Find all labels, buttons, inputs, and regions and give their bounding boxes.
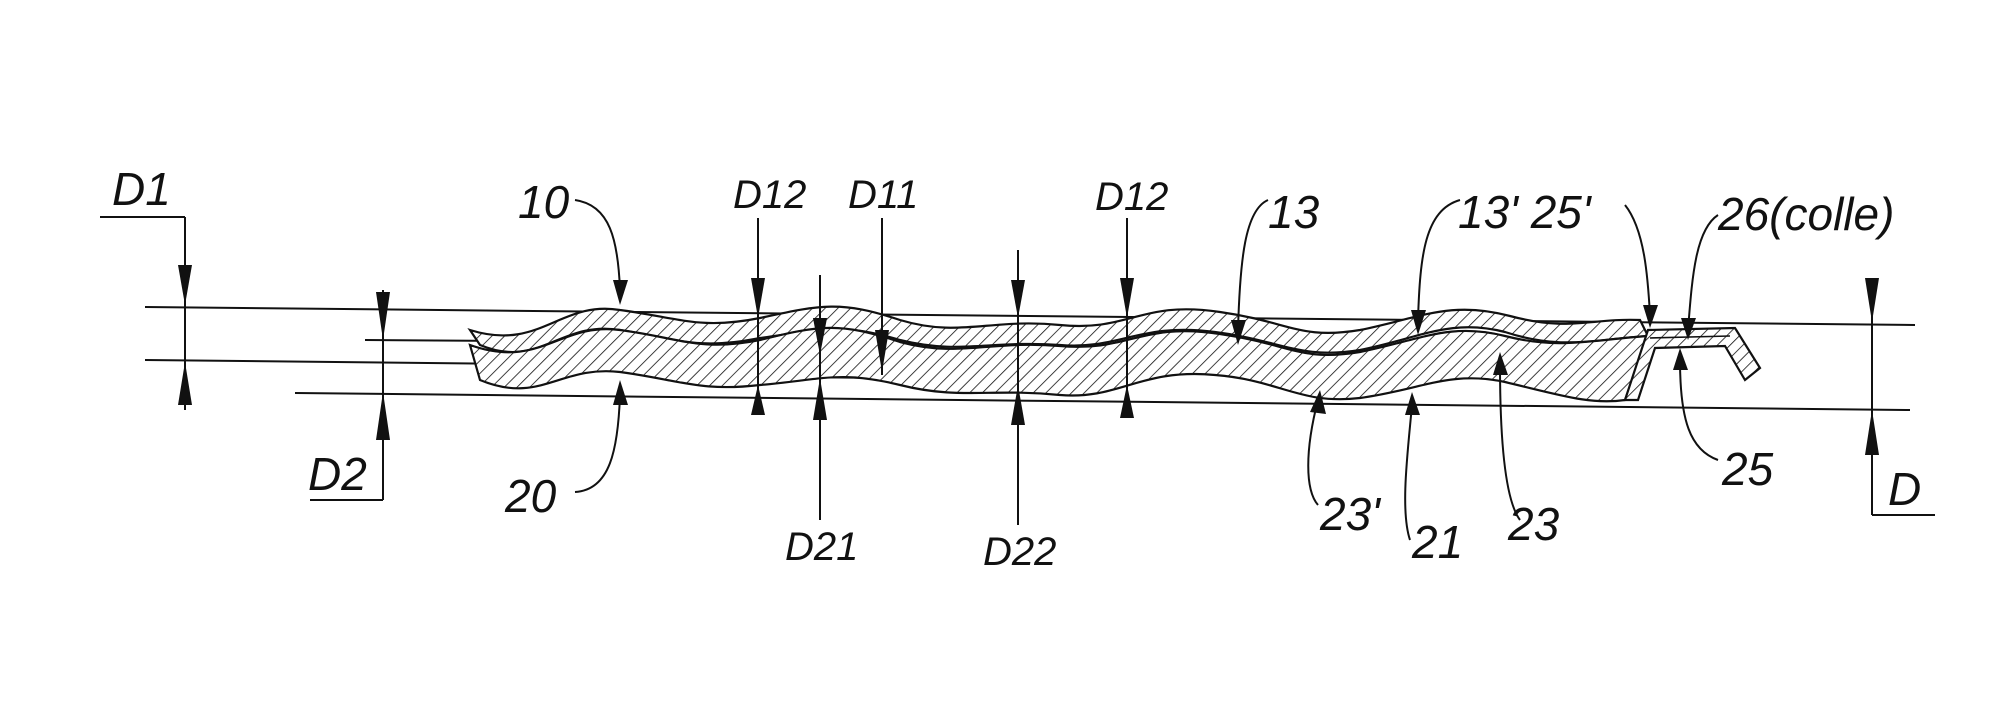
d22-arrow-down [1011, 280, 1025, 318]
d-arrow-down [1865, 278, 1879, 322]
leader-10 [575, 200, 620, 290]
label-d12-right: D12 [1095, 175, 1168, 219]
label-13: 13 [1268, 186, 1320, 238]
leader-25-arrow [1673, 348, 1688, 370]
label-20: 20 [504, 470, 557, 522]
label-21: 21 [1411, 516, 1463, 568]
leader-20-arrow [613, 380, 628, 405]
dimension-markers [100, 217, 1935, 525]
label-25: 25 [1721, 443, 1774, 495]
leader-21 [1405, 405, 1412, 540]
label-d11: D11 [848, 173, 918, 217]
d2-arrow-up [376, 392, 390, 440]
label-13p-25p: 13' 25' [1458, 186, 1593, 238]
d1-arrow-up [178, 362, 192, 405]
d12-right-arrow-down [1120, 278, 1134, 318]
d-arrow-up [1865, 410, 1879, 455]
label-10: 10 [518, 176, 570, 228]
leader-25p [1625, 205, 1650, 315]
leader-25p-arrow [1643, 305, 1658, 328]
label-d12-left: D12 [733, 173, 806, 217]
d12-left-arrow-up [751, 385, 765, 415]
leader-13p [1418, 200, 1460, 320]
label-23p: 23' [1319, 488, 1382, 540]
label-23: 23 [1507, 498, 1560, 550]
label-d22: D22 [983, 530, 1056, 574]
leader-13 [1238, 200, 1268, 330]
leader-26 [1688, 215, 1718, 330]
label-d2: D2 [308, 448, 367, 500]
end-flap-25 [1625, 328, 1760, 400]
leader-25 [1680, 360, 1718, 460]
label-d1: D1 [112, 163, 171, 215]
label-26-colle: 26(colle) [1717, 188, 1894, 240]
leader-20 [575, 395, 620, 492]
d1-arrow-down [178, 265, 192, 305]
label-d21: D21 [785, 525, 858, 569]
d12-left-arrow-down [751, 278, 765, 318]
leader-10-arrow [613, 280, 628, 305]
d2-arrow-down [376, 292, 390, 340]
leader-21-arrow [1405, 392, 1420, 415]
leader-23p [1308, 400, 1318, 505]
bottom-reference-line [295, 393, 1910, 410]
leader-23 [1500, 365, 1520, 520]
label-d: D [1888, 463, 1921, 515]
